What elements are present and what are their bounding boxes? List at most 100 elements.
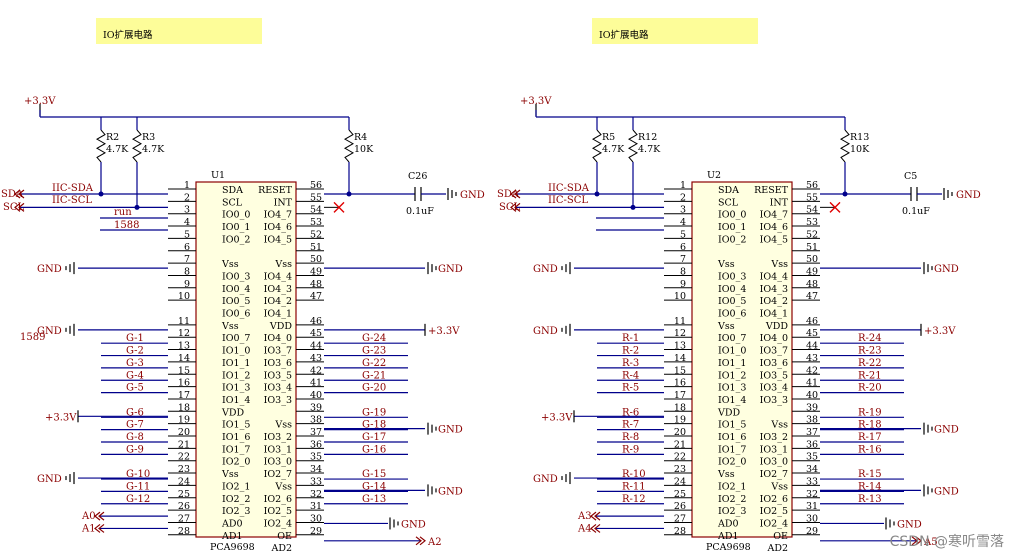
pin-number: 15	[674, 365, 686, 376]
sda-port-arrow	[14, 189, 21, 199]
resistor-ref: R2	[106, 132, 119, 143]
pin-number: 35	[310, 452, 322, 463]
pin-number: 43	[806, 353, 818, 364]
ic-designator: U2	[707, 170, 721, 181]
pin-number: 34	[806, 464, 818, 475]
pin-number: 54	[806, 205, 818, 216]
pin-name: IO4_4	[760, 271, 788, 282]
pin-number: 41	[806, 378, 818, 389]
gnd-symbol-left	[561, 472, 571, 485]
pin-number: 1	[184, 180, 190, 191]
addr-port-arrow	[911, 536, 918, 546]
pin-name: IO0_4	[718, 284, 746, 295]
pin-number: 1	[680, 180, 686, 191]
pin-number: 44	[806, 341, 818, 352]
pin-name: IO0_3	[222, 271, 250, 282]
pin-name: IO4_1	[264, 309, 292, 320]
pin-name: AD2	[270, 543, 292, 554]
pin-name: IO1_4	[718, 395, 746, 406]
pin-number: 33	[806, 476, 818, 487]
net-label-left: R-3	[622, 358, 639, 369]
resistor-value: 10K	[354, 144, 374, 155]
annotation-1588: 1588	[114, 220, 139, 231]
iic-scl-net: IIC-SCL	[52, 195, 92, 206]
pin-name: SCL	[718, 197, 739, 208]
resistor-r_rst	[343, 129, 355, 163]
pin-number: 37	[806, 427, 818, 438]
sda-port-arrow	[514, 189, 521, 199]
ic-designator: U1	[211, 170, 225, 181]
net-label-right: G-20	[362, 383, 386, 394]
pin-name: IO3_0	[760, 457, 788, 468]
iic-sda-net: IIC-SDA	[548, 183, 590, 194]
pin-name: IO0_4	[222, 284, 250, 295]
addr-port-arrow	[915, 536, 922, 546]
gnd-symbol-right	[923, 484, 933, 497]
junction-dot	[842, 191, 848, 197]
net-label-right: R-22	[858, 358, 882, 369]
net-label-right: G-13	[362, 494, 386, 505]
pin-name: IO2_3	[718, 506, 746, 517]
net-label-left: G-10	[126, 469, 150, 480]
pin-name: IO3_1	[760, 444, 788, 455]
pin-name: IO1_6	[718, 432, 746, 443]
pin-number: 40	[310, 390, 322, 401]
capacitor-ref: C5	[904, 171, 917, 182]
annotation-run: run	[114, 207, 132, 218]
junction-dot	[98, 191, 104, 197]
pin-number: 20	[178, 427, 190, 438]
vcc-label-top: +3.3V	[520, 96, 552, 107]
pin-name: IO4_1	[760, 309, 788, 320]
pin-name: IO1_6	[222, 432, 250, 443]
ic-body	[691, 181, 793, 538]
pin-name: IO0_6	[718, 309, 746, 320]
pin-name: IO4_3	[760, 284, 788, 295]
pin-name: IO0_0	[718, 210, 746, 221]
pin-name: IO2_6	[760, 494, 788, 505]
no-connect-mark	[333, 201, 345, 213]
pin-name: IO0_0	[222, 210, 250, 221]
addr-port-arrow	[98, 523, 105, 533]
pin-name: IO1_3	[222, 383, 250, 394]
net-label-right: R-17	[858, 432, 882, 443]
section-title: IO扩展电路	[599, 29, 649, 41]
pin-number: 39	[310, 402, 322, 413]
sda-port-arrow	[510, 189, 517, 199]
pin-number: 52	[806, 229, 818, 240]
pin-number: 50	[806, 254, 818, 265]
pin-name: IO3_4	[264, 383, 292, 394]
pin-name: IO1_5	[222, 420, 250, 431]
pin-name: IO0_2	[222, 234, 250, 245]
pin-number: 47	[310, 291, 322, 302]
pin-number: 21	[178, 439, 190, 450]
net-label-right: R-13	[858, 494, 882, 505]
net-label-left: R-12	[622, 494, 646, 505]
pin-name: IO1_4	[222, 395, 250, 406]
pin-number: 30	[806, 513, 818, 524]
pin-number: 23	[674, 464, 686, 475]
addr-port-arrow	[94, 511, 101, 521]
pin-number: 45	[806, 328, 818, 339]
pin-number: 33	[310, 476, 322, 487]
net-label-left: G-5	[126, 383, 144, 394]
pin-name: OE	[773, 531, 788, 542]
pin-name: Vss	[770, 481, 788, 492]
pin-name: IO2_7	[760, 469, 788, 480]
pin-name: IO1_7	[718, 444, 746, 455]
pin-number: 36	[806, 439, 818, 450]
pin-number: 17	[674, 390, 686, 401]
pin-name: VDD	[765, 321, 788, 332]
vcc-label: +3.3V	[428, 326, 460, 337]
pin-name: IO3_2	[760, 432, 788, 443]
pin-number: 5	[680, 229, 686, 240]
pin-name: IO2_6	[264, 494, 292, 505]
resistor-value: 4.7K	[638, 144, 661, 155]
pin-number: 31	[806, 501, 818, 512]
junction-dot	[594, 191, 600, 197]
pin-number: 38	[806, 415, 818, 426]
capacitor-ref: C26	[408, 171, 427, 182]
pin-number: 25	[178, 489, 190, 500]
pin-name: IO3_6	[264, 358, 292, 369]
